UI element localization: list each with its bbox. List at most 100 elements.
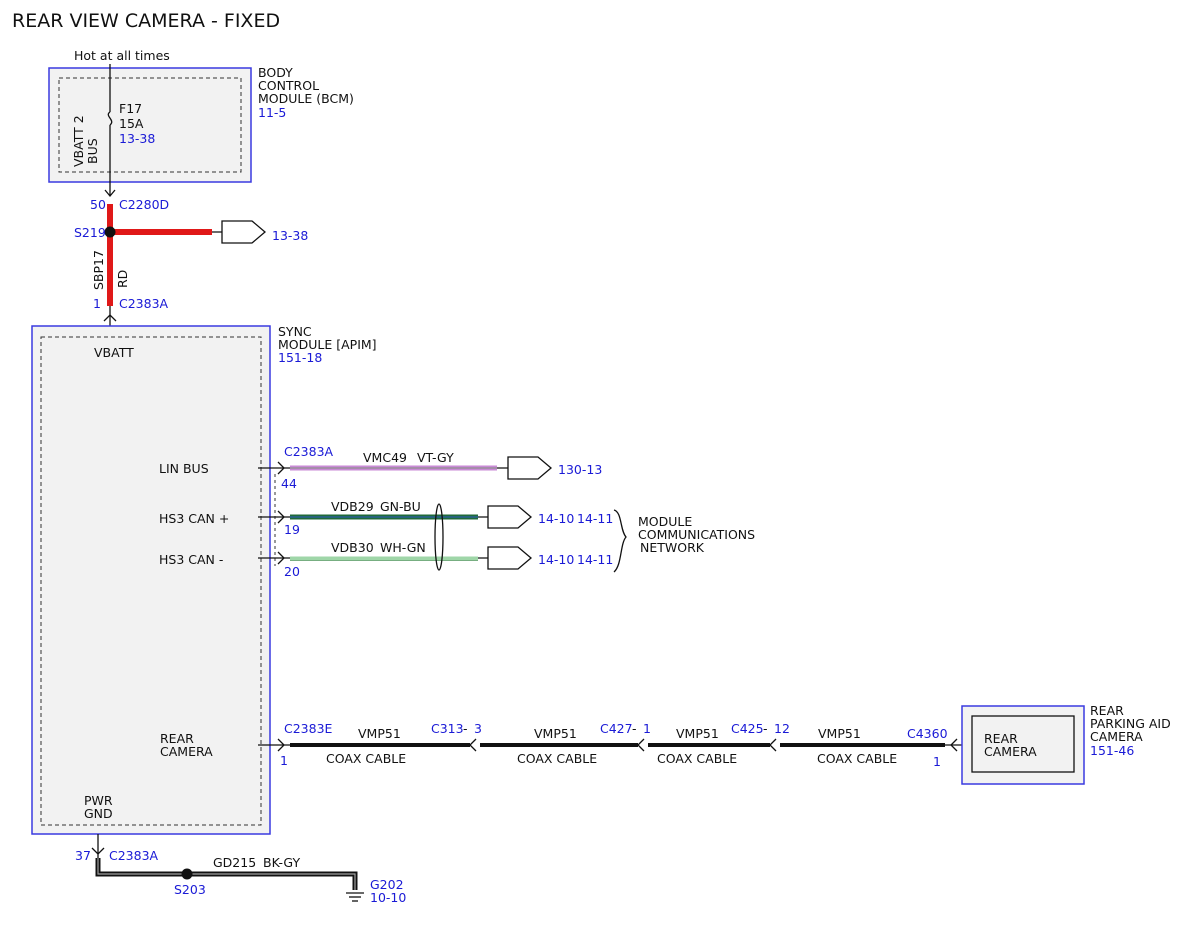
s219-splice-label[interactable]: S219 xyxy=(74,225,106,240)
sbp17-circuit-label: SBP17 xyxy=(91,250,106,290)
page-reference-arrow-icon xyxy=(497,456,553,480)
lin-bus-label: LIN BUS xyxy=(159,461,209,476)
c425-dash: - xyxy=(763,721,768,736)
g202-ground-label[interactable]: G202 xyxy=(370,877,404,892)
vbatt2-bus-label-1: VBATT 2 xyxy=(71,115,86,167)
brace-icon xyxy=(613,509,627,573)
connector-arrow-icon xyxy=(104,189,116,198)
network-label-3: NETWORK xyxy=(640,540,705,555)
s203-splice-dot xyxy=(181,868,193,880)
c2383a-pin-1: 1 xyxy=(93,296,101,311)
rear-camera-ref[interactable]: 151-46 xyxy=(1090,743,1134,758)
c425-pin: 12 xyxy=(774,721,790,736)
rear-camera-module-box[interactable] xyxy=(961,705,1085,785)
connector-arrow-icon xyxy=(277,738,285,752)
power-branch-ref[interactable]: 13-38 xyxy=(272,228,308,243)
s219-splice-dot xyxy=(104,226,116,238)
rear-camera-name-1: REAR xyxy=(1090,703,1124,718)
rear-camera-name-2: PARKING AID xyxy=(1090,716,1171,731)
coax-1-circuit: VMP51 xyxy=(358,726,401,741)
fuse-ref[interactable]: 13-38 xyxy=(119,131,155,146)
can-plus-ref-2[interactable]: 14-11 xyxy=(577,511,613,526)
sync-name-line-2: MODULE [APIM] xyxy=(278,337,377,352)
c313-dash: - xyxy=(463,721,468,736)
c2383a-connector-top[interactable]: C2383A xyxy=(119,296,169,311)
ground-symbol-icon xyxy=(346,892,364,902)
ground-pin: 37 xyxy=(75,848,91,863)
vdb30-circuit: VDB30 xyxy=(331,540,374,555)
c427-pin: 1 xyxy=(643,721,651,736)
coax-2-circuit: VMP51 xyxy=(534,726,577,741)
gd215-circuit: GD215 xyxy=(213,855,256,870)
coax-4-cable: COAX CABLE xyxy=(817,751,897,766)
c4360-connector[interactable]: C4360 xyxy=(907,726,948,741)
hs3-can-minus-label: HS3 CAN - xyxy=(159,552,223,567)
vdb29-circuit: VDB29 xyxy=(331,499,374,514)
can-plus-pin: 19 xyxy=(284,522,300,537)
vdb30-color: WH-GN xyxy=(380,540,426,555)
c2280d-pin: 50 xyxy=(90,197,106,212)
rear-camera-inner-label-2: CAMERA xyxy=(984,744,1037,759)
c427-dash: - xyxy=(632,721,637,736)
bcm-name-line-1: BODY xyxy=(258,65,293,80)
gd215-tracer xyxy=(97,858,356,890)
vbatt-label: VBATT xyxy=(94,345,134,360)
s203-splice-label[interactable]: S203 xyxy=(174,882,206,897)
page-reference-arrow-icon xyxy=(478,546,533,570)
bcm-name-line-3: MODULE (BCM) xyxy=(258,91,354,106)
can-plus-ref-1[interactable]: 14-10 xyxy=(538,511,574,526)
connector-arrow-icon xyxy=(950,738,958,752)
bcm-ref[interactable]: 11-5 xyxy=(258,105,286,120)
can-minus-ref-1[interactable]: 14-10 xyxy=(538,552,574,567)
sync-name-line-1: SYNC xyxy=(278,324,312,339)
c2280d-connector[interactable]: C2280D xyxy=(119,197,169,212)
coax-3-circuit: VMP51 xyxy=(676,726,719,741)
coax-3-cable: COAX CABLE xyxy=(657,751,737,766)
connector-arrow-icon xyxy=(277,551,285,565)
c2383a-network-connector[interactable]: C2383A xyxy=(284,444,334,459)
lin-pin: 44 xyxy=(281,476,297,491)
hs3-can-plus-label: HS3 CAN + xyxy=(159,511,229,526)
connector-arrow-icon xyxy=(637,738,645,752)
rear-camera-label-1: REAR xyxy=(160,731,194,746)
network-label-1: MODULE xyxy=(638,514,692,529)
g202-ground-ref[interactable]: 10-10 xyxy=(370,890,406,905)
twisted-pair-icon xyxy=(434,503,444,571)
c2383e-connector[interactable]: C2383E xyxy=(284,721,333,736)
fuse-rating: 15A xyxy=(119,116,144,131)
lin-ref[interactable]: 130-13 xyxy=(558,462,602,477)
c313-connector[interactable]: C313 xyxy=(431,721,464,736)
fuse-name: F17 xyxy=(119,101,142,116)
network-label-2: COMMUNICATIONS xyxy=(638,527,755,542)
hot-at-all-times-label: Hot at all times xyxy=(74,48,170,63)
vmc49-color: VT-GY xyxy=(417,450,454,465)
rd-color-label: RD xyxy=(115,270,130,288)
c427-connector[interactable]: C427 xyxy=(600,721,633,736)
coax-4-circuit: VMP51 xyxy=(818,726,861,741)
connector-arrow-icon xyxy=(469,738,477,752)
connector-arrow-icon xyxy=(769,738,777,752)
rear-camera-name-3: CAMERA xyxy=(1090,729,1143,744)
pwr-gnd-label-1: PWR xyxy=(84,793,113,808)
sync-module-box[interactable] xyxy=(31,325,271,835)
page-reference-arrow-icon xyxy=(478,505,533,529)
rear-camera-inner-label-1: REAR xyxy=(984,731,1018,746)
gd215-color: BK-GY xyxy=(263,855,300,870)
c2383e-pin: 1 xyxy=(280,753,288,768)
can-minus-ref-2[interactable]: 14-11 xyxy=(577,552,613,567)
vbatt2-bus-label-2: BUS xyxy=(85,138,100,164)
c313-pin: 3 xyxy=(474,721,482,736)
rear-camera-label-2: CAMERA xyxy=(160,744,213,759)
sync-ref[interactable]: 151-18 xyxy=(278,350,322,365)
bcm-module-box[interactable] xyxy=(48,67,252,183)
bcm-internal-boundary xyxy=(58,77,242,173)
fuse-icon xyxy=(107,111,113,126)
coax-2-cable: COAX CABLE xyxy=(517,751,597,766)
vmc49-circuit: VMC49 xyxy=(363,450,407,465)
ground-connector[interactable]: C2383A xyxy=(109,848,159,863)
c425-connector[interactable]: C425 xyxy=(731,721,764,736)
c4360-pin: 1 xyxy=(933,754,941,769)
connector-arrow-icon xyxy=(103,314,117,322)
can-minus-pin: 20 xyxy=(284,564,300,579)
